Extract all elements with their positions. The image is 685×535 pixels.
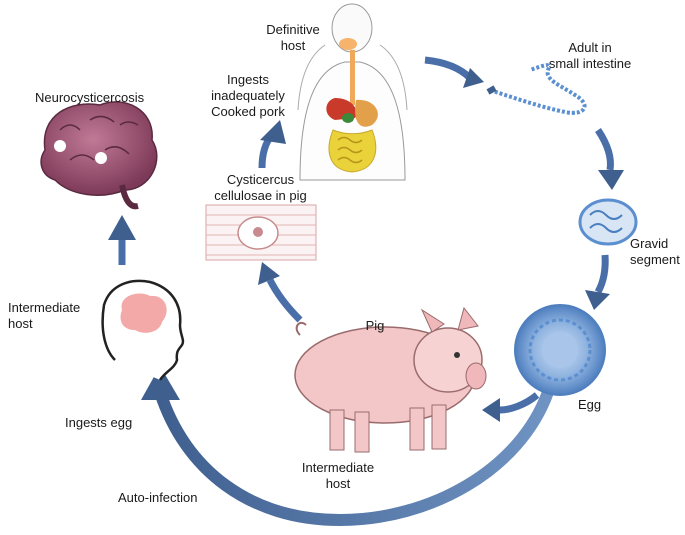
arrow-adult-to-gravid	[595, 128, 624, 190]
arrow-host-to-adult	[424, 56, 484, 88]
cysticercus-label: Cysticercus cellulosae in pig	[214, 172, 307, 203]
human-intermediate-host-label: Intermediate host	[8, 300, 81, 331]
pig-icon	[294, 306, 487, 453]
ingests-egg-label: Ingests egg	[65, 415, 133, 430]
egg-icon	[514, 304, 606, 396]
arrow-cyst-to-host	[258, 120, 286, 169]
arrow-pig-to-cyst	[258, 262, 303, 323]
brain-icon	[40, 101, 158, 210]
digestive-system-icon	[297, 3, 408, 181]
neurocysticercosis-label: Neurocysticercosis	[35, 90, 145, 105]
human-head-icon	[101, 279, 185, 381]
arrow-gravid-to-egg	[585, 254, 610, 310]
arrow-human-to-brain	[108, 215, 136, 265]
adult-label: Adult in small intestine	[548, 40, 632, 71]
ingests-pork-label: Ingests inadequately Cooked pork	[211, 72, 285, 119]
definitive-host-label: Definitive host	[266, 22, 320, 53]
pig-label: Pig	[365, 318, 385, 333]
arrow-egg-to-pig	[482, 392, 540, 422]
auto-infection-arrow	[141, 366, 554, 527]
tapeworm-icon	[486, 63, 587, 115]
pig-intermediate-host-label: Intermediate host	[301, 460, 375, 491]
auto-infection-label: Auto-infection	[118, 490, 198, 505]
cysticercus-icon	[205, 204, 317, 261]
egg-label: Egg	[578, 397, 602, 412]
gravid-segment-icon	[578, 198, 638, 246]
gravid-segment-label: Gravid segment	[630, 236, 680, 267]
